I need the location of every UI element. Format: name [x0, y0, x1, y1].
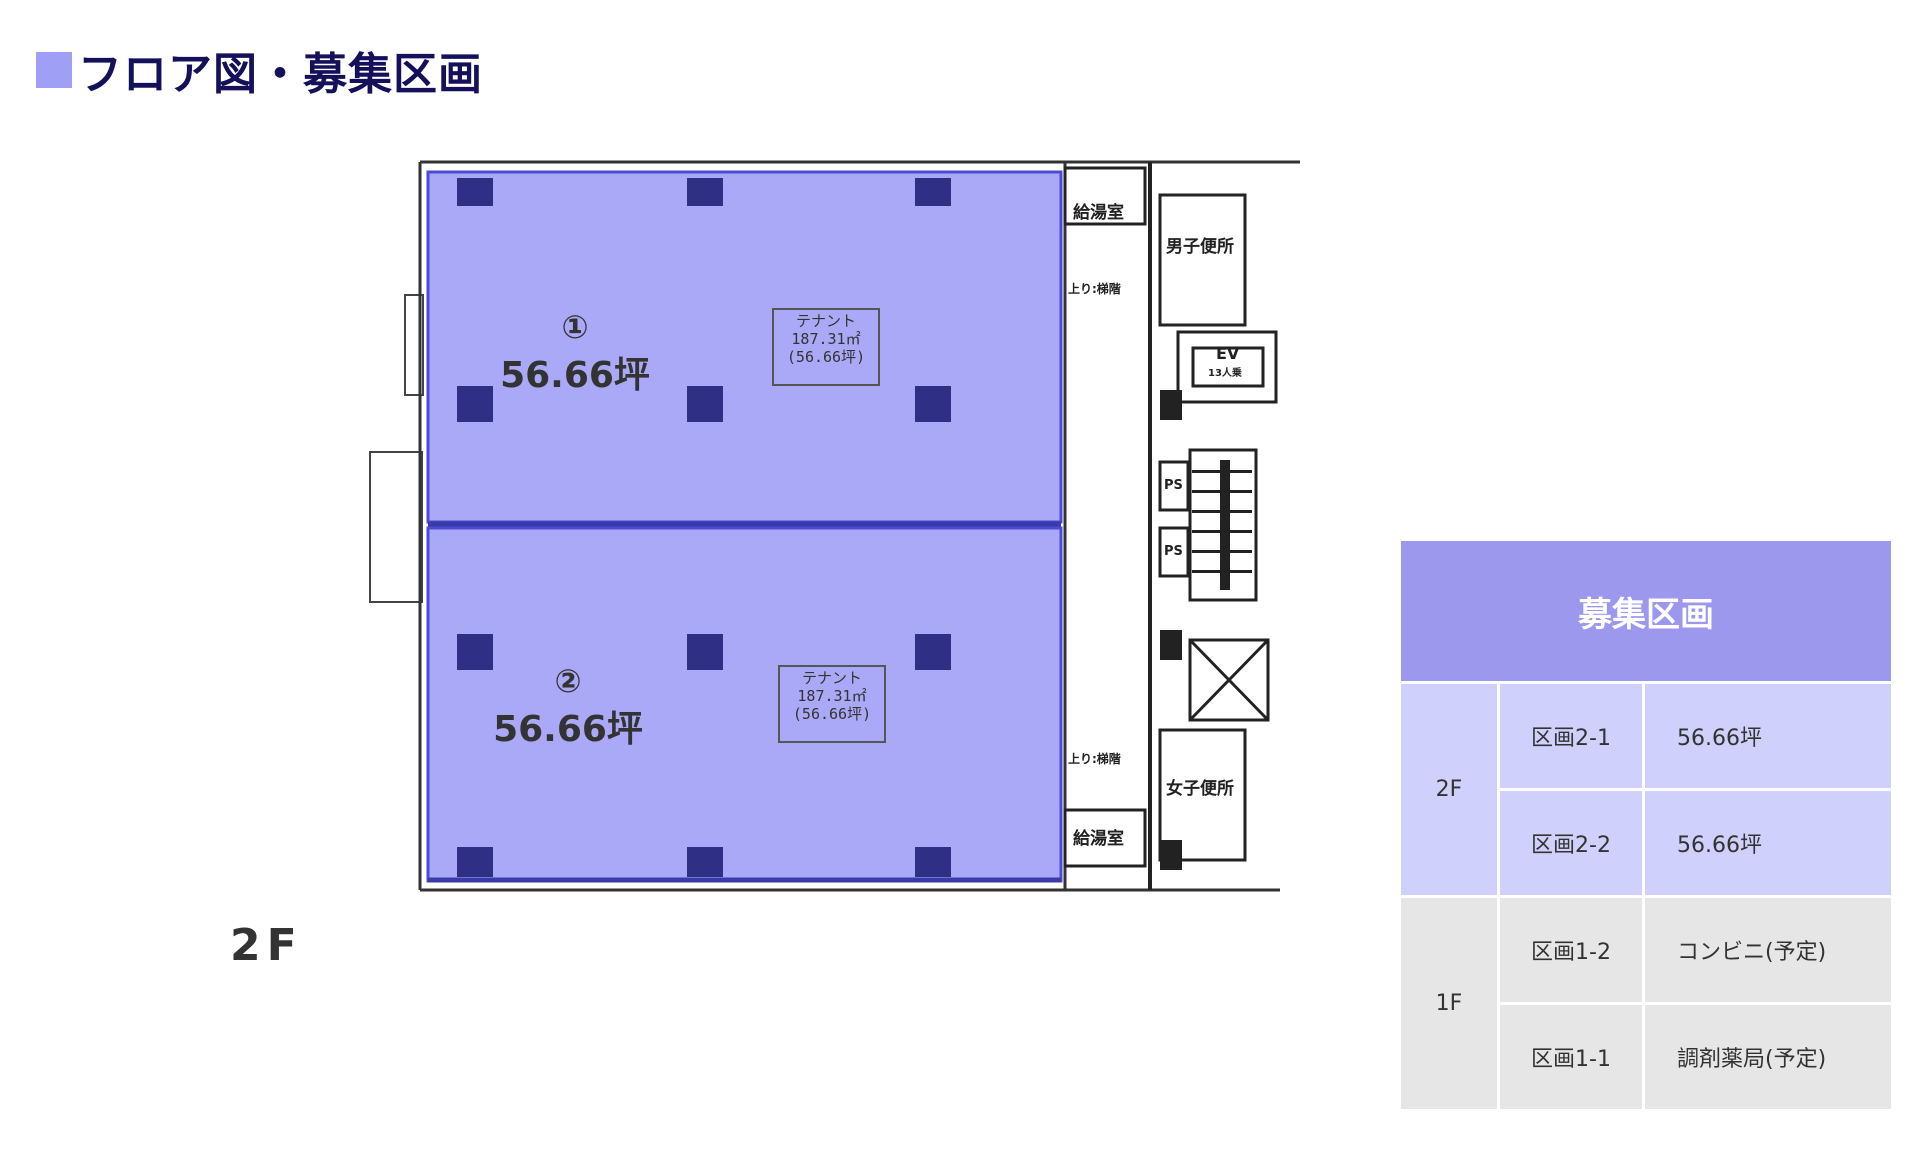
unit-1-number: ①: [561, 308, 589, 346]
table-row: 1F 区画1-2 コンビニ(予定): [1401, 898, 1891, 1109]
table-header-row: 募集区画: [1401, 541, 1891, 681]
tenant-box-2-line1: テナント: [801, 669, 862, 687]
section-cell: 区画2-2: [1500, 791, 1642, 895]
table-row: 区画2-2 56.66坪: [1401, 791, 1891, 895]
kitchen-top-room: [1063, 166, 1147, 226]
core-column: [1160, 840, 1182, 870]
section-cell: 区画1-1: [1500, 1005, 1642, 1109]
page-title: フロア図・募集区画: [36, 40, 483, 100]
floor-plan-drawing: [369, 160, 1300, 892]
floor-cell-2f: 2F: [1401, 684, 1497, 895]
ps-1-label: PS: [1164, 478, 1183, 493]
unit-2-label: ② 56.66坪: [468, 662, 668, 752]
value-cell: コンビニ(予定): [1645, 898, 1891, 1002]
tenant-box-1: テナント 187.31㎡ (56.66坪): [772, 308, 880, 386]
stairwell: [1188, 448, 1258, 602]
column: [457, 386, 493, 422]
stair-rail: [1220, 460, 1230, 590]
unit-2-area: [426, 526, 1063, 883]
page-title-text: フロア図・募集区画: [78, 49, 483, 100]
mens-toilet-label: 男子便所: [1166, 237, 1234, 257]
column: [457, 178, 493, 206]
column: [915, 634, 951, 670]
ev-shaft: [1176, 330, 1278, 404]
tread: [1192, 570, 1252, 573]
column: [687, 178, 723, 206]
unit-2-number: ②: [554, 662, 582, 700]
stair-top-label: 上り:梯階: [1068, 282, 1121, 296]
value-cell: 56.66坪: [1645, 791, 1891, 895]
column: [457, 634, 493, 670]
core-column: [1160, 390, 1182, 420]
section-cell: 区画2-1: [1500, 684, 1642, 788]
window-box-top: [404, 294, 424, 396]
ps-1-box: [1158, 460, 1190, 512]
structural-columns: [457, 178, 951, 877]
unit-2-area-text: 56.66坪: [493, 709, 643, 750]
column: [687, 847, 723, 877]
column: [687, 634, 723, 670]
tenant-box-2-line3: (56.66坪): [792, 705, 872, 723]
mens-toilet-room: [1158, 193, 1247, 327]
tread: [1192, 470, 1252, 473]
floor-cell-1f: 1F: [1401, 898, 1497, 1109]
tread: [1192, 550, 1252, 553]
value-cell: 調剤薬局(予定): [1645, 1005, 1891, 1109]
tenant-box-1-line2: 187.31㎡: [791, 330, 861, 348]
shaft-box: [1188, 638, 1270, 722]
kitchen-top-label: 給湯室: [1073, 203, 1124, 223]
table-row: 2F 区画2-1 56.66坪: [1401, 684, 1891, 895]
tenant-box-1-line3: (56.66坪): [786, 348, 866, 366]
tread: [1192, 530, 1252, 533]
column: [915, 386, 951, 422]
table-header: 募集区画: [1401, 541, 1891, 681]
unit-1-label: ① 56.66坪: [475, 308, 675, 398]
ps-2-box: [1158, 526, 1190, 578]
core-column: [1160, 630, 1182, 660]
ev-capacity-label: 13人乗: [1208, 368, 1242, 379]
womens-toilet-label: 女子便所: [1166, 779, 1234, 799]
table-row: 区画1-1 調剤薬局(予定): [1401, 1005, 1891, 1109]
window-box-middle: [369, 451, 423, 603]
stair-treads: [1160, 390, 1252, 870]
ev-car: [1191, 346, 1265, 388]
column: [687, 386, 723, 422]
service-core: [1063, 166, 1278, 868]
womens-toilet-room: [1158, 728, 1247, 862]
floor-label: 2F: [230, 920, 303, 971]
recruitment-table: 募集区画 2F 区画2-1 56.66坪 区画2-2 56.66坪 1F 区画1…: [1398, 538, 1894, 1112]
tenant-box-2: テナント 187.31㎡ (56.66坪): [778, 665, 886, 743]
column: [915, 178, 951, 206]
floor-plan: ① 56.66坪 ② 56.66坪 テナント 187.31㎡ (56.66坪) …: [320, 150, 1300, 920]
shaft-cross-b: [1188, 638, 1270, 722]
unit-1-area: [426, 170, 1063, 524]
kitchen-bottom-label: 給湯室: [1073, 829, 1124, 849]
tenant-box-1-line1: テナント: [795, 312, 856, 330]
title-marker: [36, 52, 72, 88]
stair-bottom-label: 上り:梯階: [1068, 752, 1121, 766]
ps-2-label: PS: [1164, 544, 1183, 559]
unit-1-area-text: 56.66坪: [500, 355, 650, 396]
column: [457, 847, 493, 877]
column: [915, 847, 951, 877]
kitchen-bottom-room: [1063, 808, 1147, 868]
section-cell: 区画1-2: [1500, 898, 1642, 1002]
ev-label: EV: [1216, 344, 1240, 363]
value-cell: 56.66坪: [1645, 684, 1891, 788]
tread: [1192, 490, 1252, 493]
tenant-box-2-line2: 187.31㎡: [797, 687, 867, 705]
tread: [1192, 510, 1252, 513]
